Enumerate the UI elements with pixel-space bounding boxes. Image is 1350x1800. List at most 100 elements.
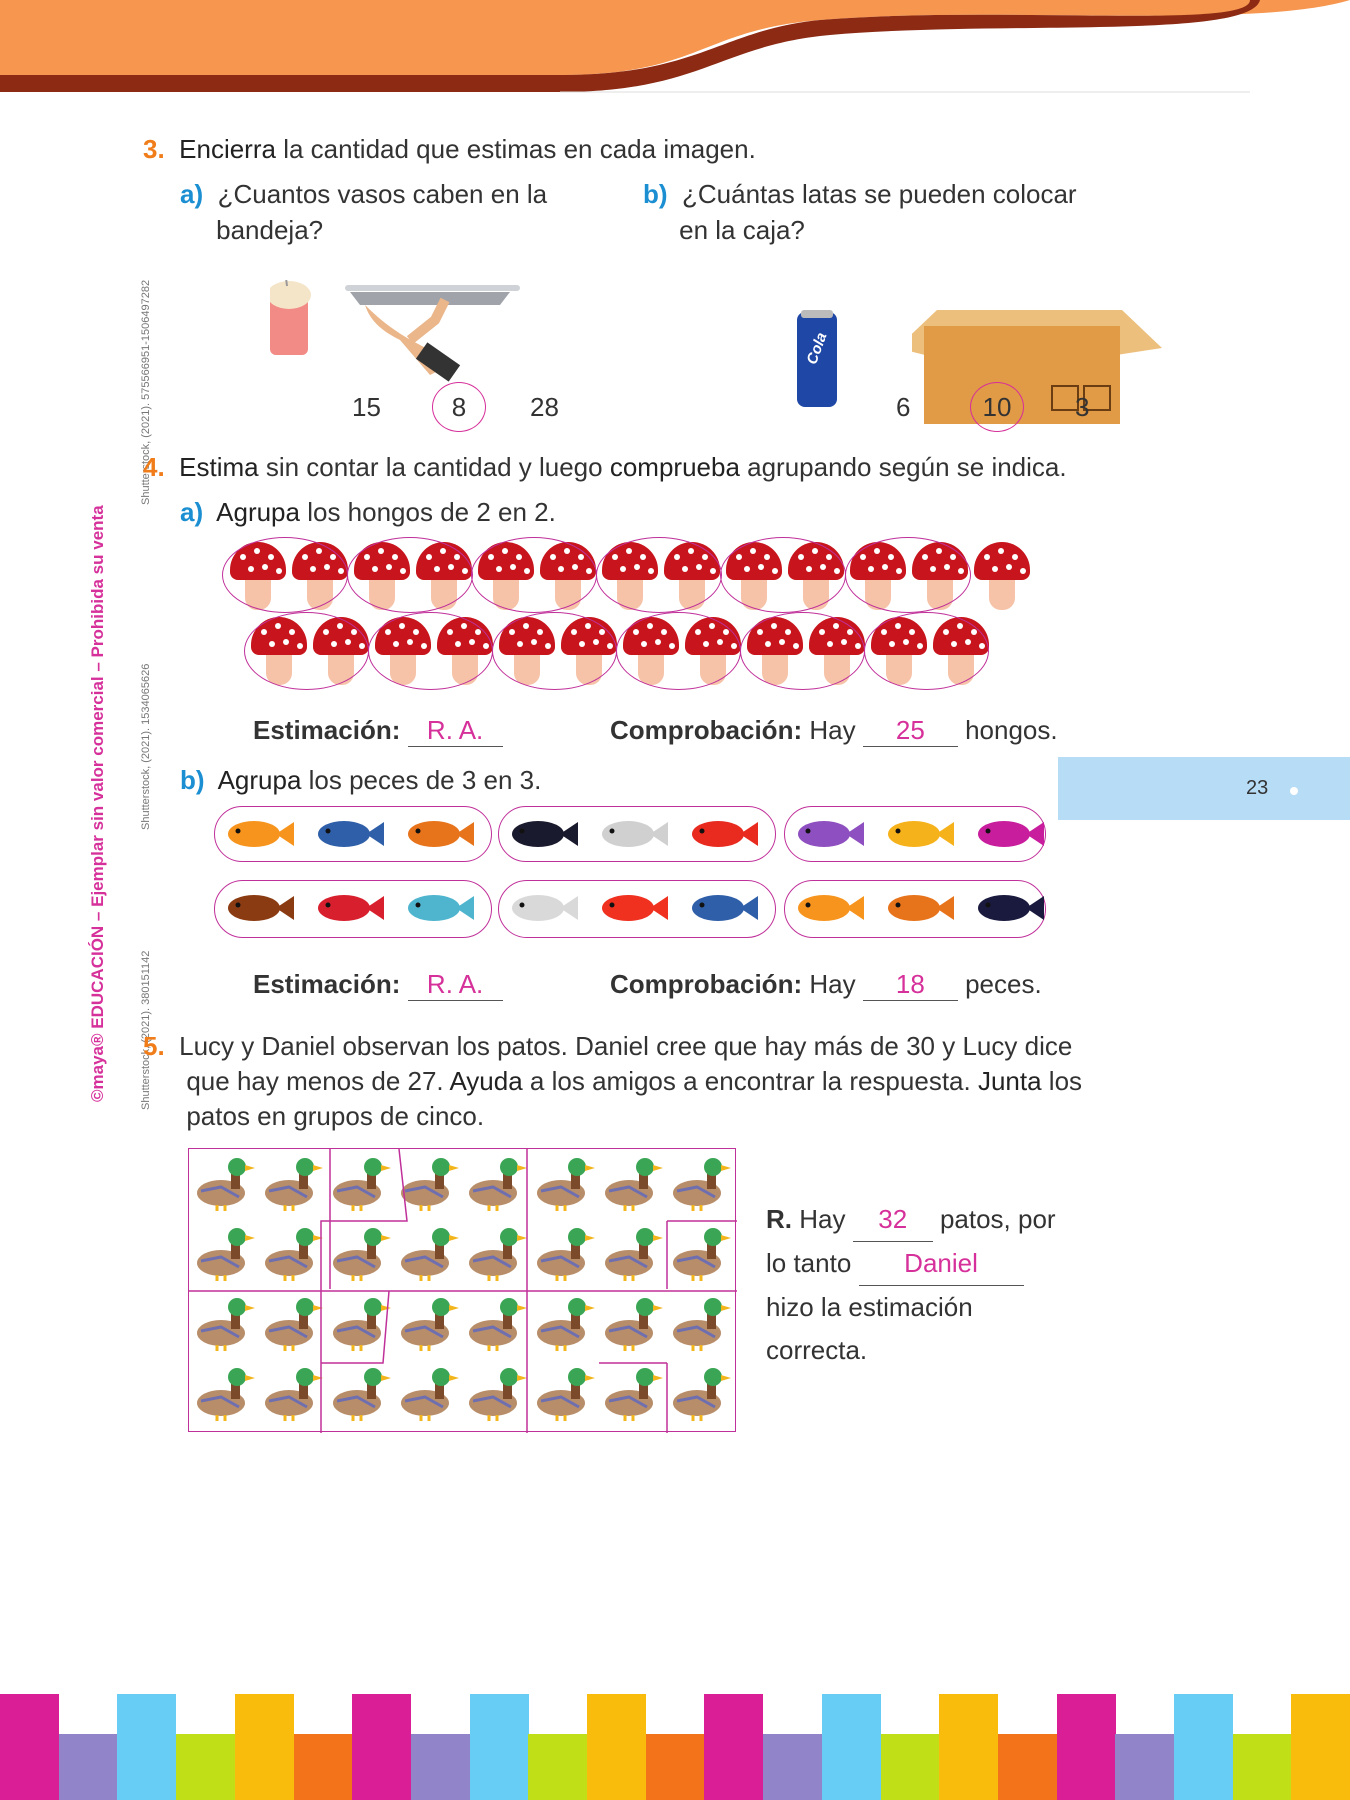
fish-group-outline — [784, 806, 1046, 862]
question-4a: a) Agrupa los hongos de 2 en 2. — [180, 497, 556, 527]
footer-stripe — [469, 1694, 529, 1800]
mushroom-count-answer[interactable]: 25 — [862, 715, 958, 747]
duck-icon — [193, 1293, 255, 1353]
duck-icon — [669, 1223, 731, 1283]
fish-icon — [404, 890, 474, 926]
duck-group-lines — [189, 1149, 737, 1433]
estimation-answer[interactable]: R. A. — [407, 969, 503, 1001]
duck-icon — [261, 1153, 323, 1213]
mushroom-group-circle — [864, 612, 989, 690]
fish-icon — [598, 816, 668, 852]
fish-icon — [314, 816, 384, 852]
header-wave — [0, 0, 1350, 93]
footer-stripe — [293, 1734, 353, 1800]
fish-icon — [224, 816, 294, 852]
box-image — [912, 310, 1162, 424]
duck-icon — [601, 1293, 663, 1353]
fish-icon — [974, 816, 1044, 852]
footer-stripe — [645, 1734, 705, 1800]
footer-stripe — [1174, 1694, 1233, 1800]
fish-icon — [794, 890, 864, 926]
mushroom-cap — [974, 542, 1030, 580]
duck-icon — [669, 1153, 731, 1213]
correct-estimator-answer[interactable]: Daniel — [858, 1242, 1024, 1286]
option-10-circled[interactable]: 10 — [970, 382, 1024, 432]
cola-can-icon — [797, 310, 837, 407]
option-3[interactable]: 3 — [1075, 392, 1090, 422]
duck-icon — [601, 1223, 663, 1283]
duck-icon — [533, 1153, 595, 1213]
duck-icon — [261, 1363, 323, 1423]
duck-icon — [669, 1293, 731, 1353]
question-3: 3. Encierra la cantidad que estimas en c… — [143, 134, 756, 164]
question-3a: a) ¿Cuantos vasos caben en la bandeja? — [180, 179, 548, 245]
mushroom-group-circle — [740, 612, 865, 690]
footer-stripe — [117, 1694, 177, 1800]
option-28[interactable]: 28 — [530, 392, 559, 422]
duck-icon — [193, 1223, 255, 1283]
duck-icon — [397, 1153, 459, 1213]
option-6[interactable]: 6 — [896, 392, 911, 422]
duck-icon — [465, 1293, 527, 1353]
fish-group-outline — [214, 806, 492, 862]
duck-icon — [397, 1293, 459, 1353]
fish-icon — [688, 816, 758, 852]
fish-icon — [974, 890, 1044, 926]
duck-icon — [261, 1223, 323, 1283]
fish-group-outline — [498, 806, 776, 862]
footer-stripe — [1291, 1694, 1350, 1800]
publisher-notice: ©maya® EDUCACIÓN – Ejemplar sin valor co… — [88, 505, 107, 1102]
option-15[interactable]: 15 — [352, 392, 381, 422]
answer-5: R. Hay 32 patos, por lo tanto Daniel hiz… — [766, 1198, 1056, 1372]
footer-stripe — [176, 1734, 236, 1800]
mushroom-group-circle — [346, 537, 473, 613]
mushroom-group-circle — [616, 612, 741, 690]
question-3b: b) ¿Cuántas latas se pueden colocar en l… — [643, 179, 1077, 245]
duck-icon — [329, 1293, 391, 1353]
footer-stripe — [704, 1694, 764, 1800]
duck-icon — [329, 1153, 391, 1213]
dot — [1012, 554, 1018, 560]
fish-icon — [884, 816, 954, 852]
question-5: 5. Lucy y Daniel observan los patos. Dan… — [143, 1031, 1083, 1131]
duck-count-answer[interactable]: 32 — [852, 1198, 933, 1242]
option-8-circled[interactable]: 8 — [432, 382, 486, 432]
footer-stripe — [234, 1694, 294, 1800]
mushroom-group-circle — [844, 537, 971, 613]
dot — [998, 548, 1004, 554]
dot — [992, 566, 998, 572]
footer-stripe — [528, 1734, 588, 1800]
fish-count-answer[interactable]: 18 — [862, 969, 958, 1001]
duck-icon — [465, 1223, 527, 1283]
mushroom-group-circle — [368, 612, 493, 690]
footer-stripe — [410, 1734, 470, 1800]
footer-stripe — [0, 1694, 59, 1800]
duck-icon — [329, 1363, 391, 1423]
footer-stripe — [1115, 1734, 1175, 1800]
footer-stripe — [1056, 1694, 1116, 1800]
page-number: 23 — [1246, 777, 1269, 799]
fish-icon — [314, 890, 384, 926]
duck-icon — [669, 1363, 731, 1423]
duck-icon — [601, 1363, 663, 1423]
fish-icon — [508, 890, 578, 926]
footer-stripe — [997, 1734, 1057, 1800]
estimation-answer[interactable]: R. A. — [407, 715, 503, 747]
footer-stripe — [587, 1694, 646, 1800]
mushroom-group-circle — [595, 537, 722, 613]
verification-row-b: Comprobación: Hay 18 peces. — [610, 969, 1042, 1001]
duck-icon — [193, 1153, 255, 1213]
duck-icon — [533, 1293, 595, 1353]
fish-group-outline — [498, 880, 776, 938]
footer-stripe — [939, 1694, 999, 1800]
footer-stripe — [352, 1694, 412, 1800]
estimation-row-b: Estimación: R. A. — [253, 969, 503, 1001]
fish-icon — [794, 816, 864, 852]
footer-stripe — [58, 1734, 118, 1800]
mushroom-icon — [974, 542, 1030, 612]
duck-icon — [533, 1223, 595, 1283]
duck-icon — [601, 1153, 663, 1213]
fish-icon — [688, 890, 758, 926]
estimation-row-a: Estimación: R. A. — [253, 715, 503, 747]
fish-icon — [404, 816, 474, 852]
